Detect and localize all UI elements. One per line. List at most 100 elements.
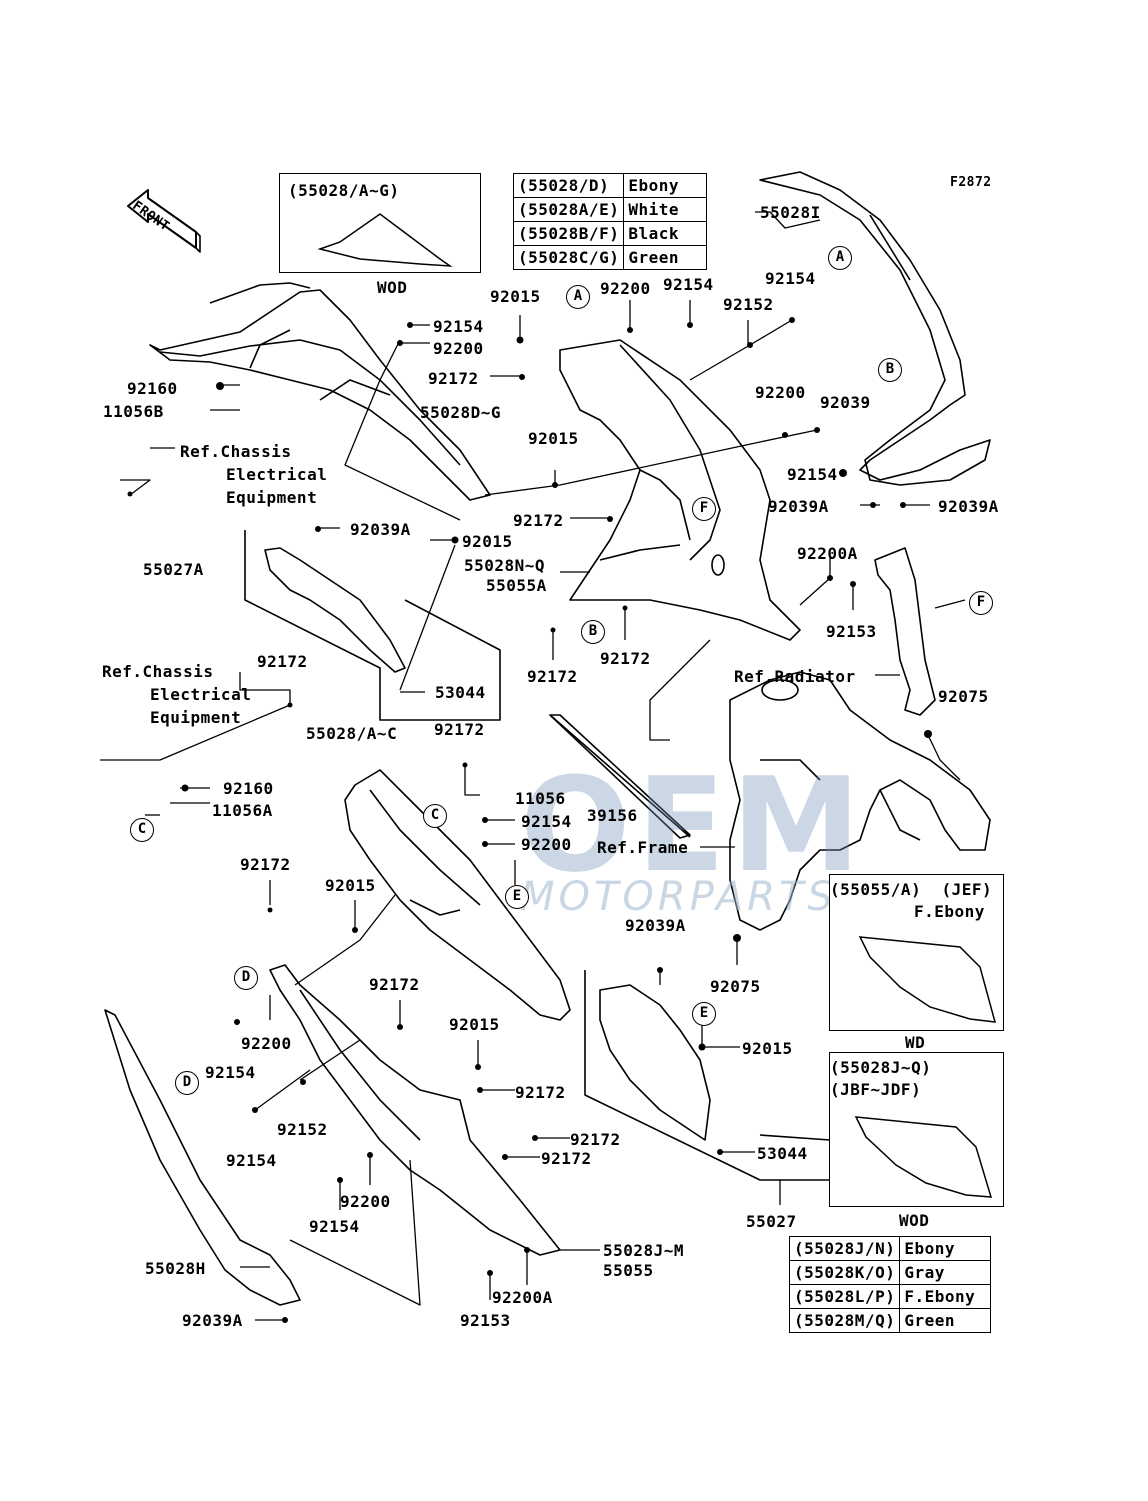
diagram-code: F2872 <box>950 175 992 190</box>
table-cell: Green <box>623 245 708 270</box>
part-label: 92172 <box>515 1083 566 1102</box>
part-label: 92172 <box>240 855 291 874</box>
part-label: 92172 <box>541 1149 592 1168</box>
part-label: 92200 <box>241 1034 292 1053</box>
part-label: 55028I <box>760 203 821 222</box>
table-row: (55028L/P)F.Ebony <box>788 1284 992 1309</box>
table-cell: (55028K/O) <box>788 1260 901 1285</box>
part-label: 92075 <box>710 977 761 996</box>
part-label: 92154 <box>205 1063 256 1082</box>
part-label: 92015 <box>490 287 541 306</box>
inner-panel-55027 <box>584 970 831 1181</box>
part-label: 92172 <box>369 975 420 994</box>
inset-right-2-caption: WOD <box>899 1211 930 1230</box>
part-label: 92152 <box>277 1120 328 1139</box>
part-label: 92200 <box>340 1192 391 1211</box>
part-label: Electrical <box>226 465 328 484</box>
ref-circle: D <box>175 1071 199 1095</box>
inset-top-part-icon <box>317 213 453 267</box>
ref-circle: C <box>130 818 154 842</box>
part-label: 92154 <box>787 465 838 484</box>
part-label: 92154 <box>765 269 816 288</box>
table-cell: (55028M/Q) <box>788 1308 901 1333</box>
color-table-top: (55028/D)Ebony (55028A/E)White (55028B/F… <box>512 173 708 270</box>
table-cell: (55028C/G) <box>512 245 625 270</box>
table-cell: Black <box>623 221 708 246</box>
part-label: 92200A <box>797 544 858 563</box>
table-row: (55028C/G)Green <box>512 245 708 270</box>
ref-circle: E <box>692 1002 716 1026</box>
part-label: 92039 <box>820 393 871 412</box>
table-cell: Ebony <box>623 173 708 198</box>
inset-right-2: (55028J~Q) (JBF~JDF) <box>829 1052 1004 1207</box>
part-label: 92200 <box>755 383 806 402</box>
frame <box>729 671 991 931</box>
table-row: (55028K/O)Gray <box>788 1260 992 1285</box>
table-cell: (55028L/P) <box>788 1284 901 1309</box>
part-label: 92172 <box>513 511 564 530</box>
part-label: 92153 <box>460 1311 511 1330</box>
part-label: 92200 <box>521 835 572 854</box>
part-label: Ref.Chassis <box>180 442 292 461</box>
ref-circle: C <box>423 804 447 828</box>
part-label: 92152 <box>723 295 774 314</box>
table-cell: Gray <box>899 1260 992 1285</box>
part-label: 92075 <box>938 687 989 706</box>
table-cell: (55028/D) <box>512 173 625 198</box>
part-label: 39156 <box>587 806 638 825</box>
part-label: 92015 <box>325 876 376 895</box>
table-row: (55028A/E)White <box>512 197 708 222</box>
part-label: 92160 <box>127 379 178 398</box>
part-label: Ref.Chassis <box>102 662 214 681</box>
part-label: Equipment <box>150 708 242 727</box>
part-label: Equipment <box>226 488 318 507</box>
part-label: 92039A <box>938 497 999 516</box>
inset-right-1-subtitle: F.Ebony <box>914 902 985 921</box>
inset-right-1-part-icon <box>858 936 997 1023</box>
part-label: 11056B <box>103 402 164 421</box>
front-arrow-icon <box>127 189 201 253</box>
inset-right-1-title: (55055/A) (JEF) <box>830 880 993 899</box>
part-label: 92154 <box>521 812 572 831</box>
table-cell: Ebony <box>899 1236 992 1261</box>
part-label: 55028N~Q <box>464 556 546 575</box>
part-label: 55055A <box>486 576 547 595</box>
fastener-dots <box>127 317 932 1323</box>
part-label: 92039A <box>768 497 829 516</box>
part-label: 92154 <box>663 275 714 294</box>
part-label: 92172 <box>257 652 308 671</box>
table-row: (55028M/Q)Green <box>788 1308 992 1333</box>
side-panel-55028H <box>104 1009 301 1306</box>
ref-circle: A <box>828 246 852 270</box>
upper-cowl-center <box>559 339 801 641</box>
inner-panel-55027A <box>244 530 501 721</box>
inset-right-1-caption: WD <box>905 1033 926 1052</box>
part-label: 55028J~M <box>603 1241 685 1260</box>
inset-top: (55028/A~G) <box>279 173 481 273</box>
part-label: 55028/A~C <box>306 724 398 743</box>
part-label: 92172 <box>434 720 485 739</box>
part-label: 92160 <box>223 779 274 798</box>
part-label: 92015 <box>449 1015 500 1034</box>
table-cell: (55028A/E) <box>512 197 625 222</box>
table-row: (55028B/F)Black <box>512 221 708 246</box>
table-cell: (55028J/N) <box>788 1236 901 1261</box>
part-label: 11056A <box>212 801 273 820</box>
part-label: 92200 <box>433 339 484 358</box>
part-label: 92039A <box>625 916 686 935</box>
ref-circle: F <box>969 591 993 615</box>
part-label: 92015 <box>742 1039 793 1058</box>
part-label: 55028D~G <box>420 403 502 422</box>
table-row: (55028J/N)Ebony <box>788 1236 992 1261</box>
inset-right-2-title: (55028J~Q) <box>830 1058 932 1077</box>
part-label: Ref.Radiator <box>734 667 856 686</box>
inset-right-2-part-icon <box>854 1116 993 1198</box>
watermark-logo: OEM <box>520 749 867 901</box>
watermark-text: MOTORPARTS <box>520 874 837 920</box>
part-label: 11056 <box>515 789 566 808</box>
inset-right-2-subtitle: (JBF~JDF) <box>830 1080 922 1099</box>
part-label: 92172 <box>570 1130 621 1149</box>
part-label: 92172 <box>428 369 479 388</box>
